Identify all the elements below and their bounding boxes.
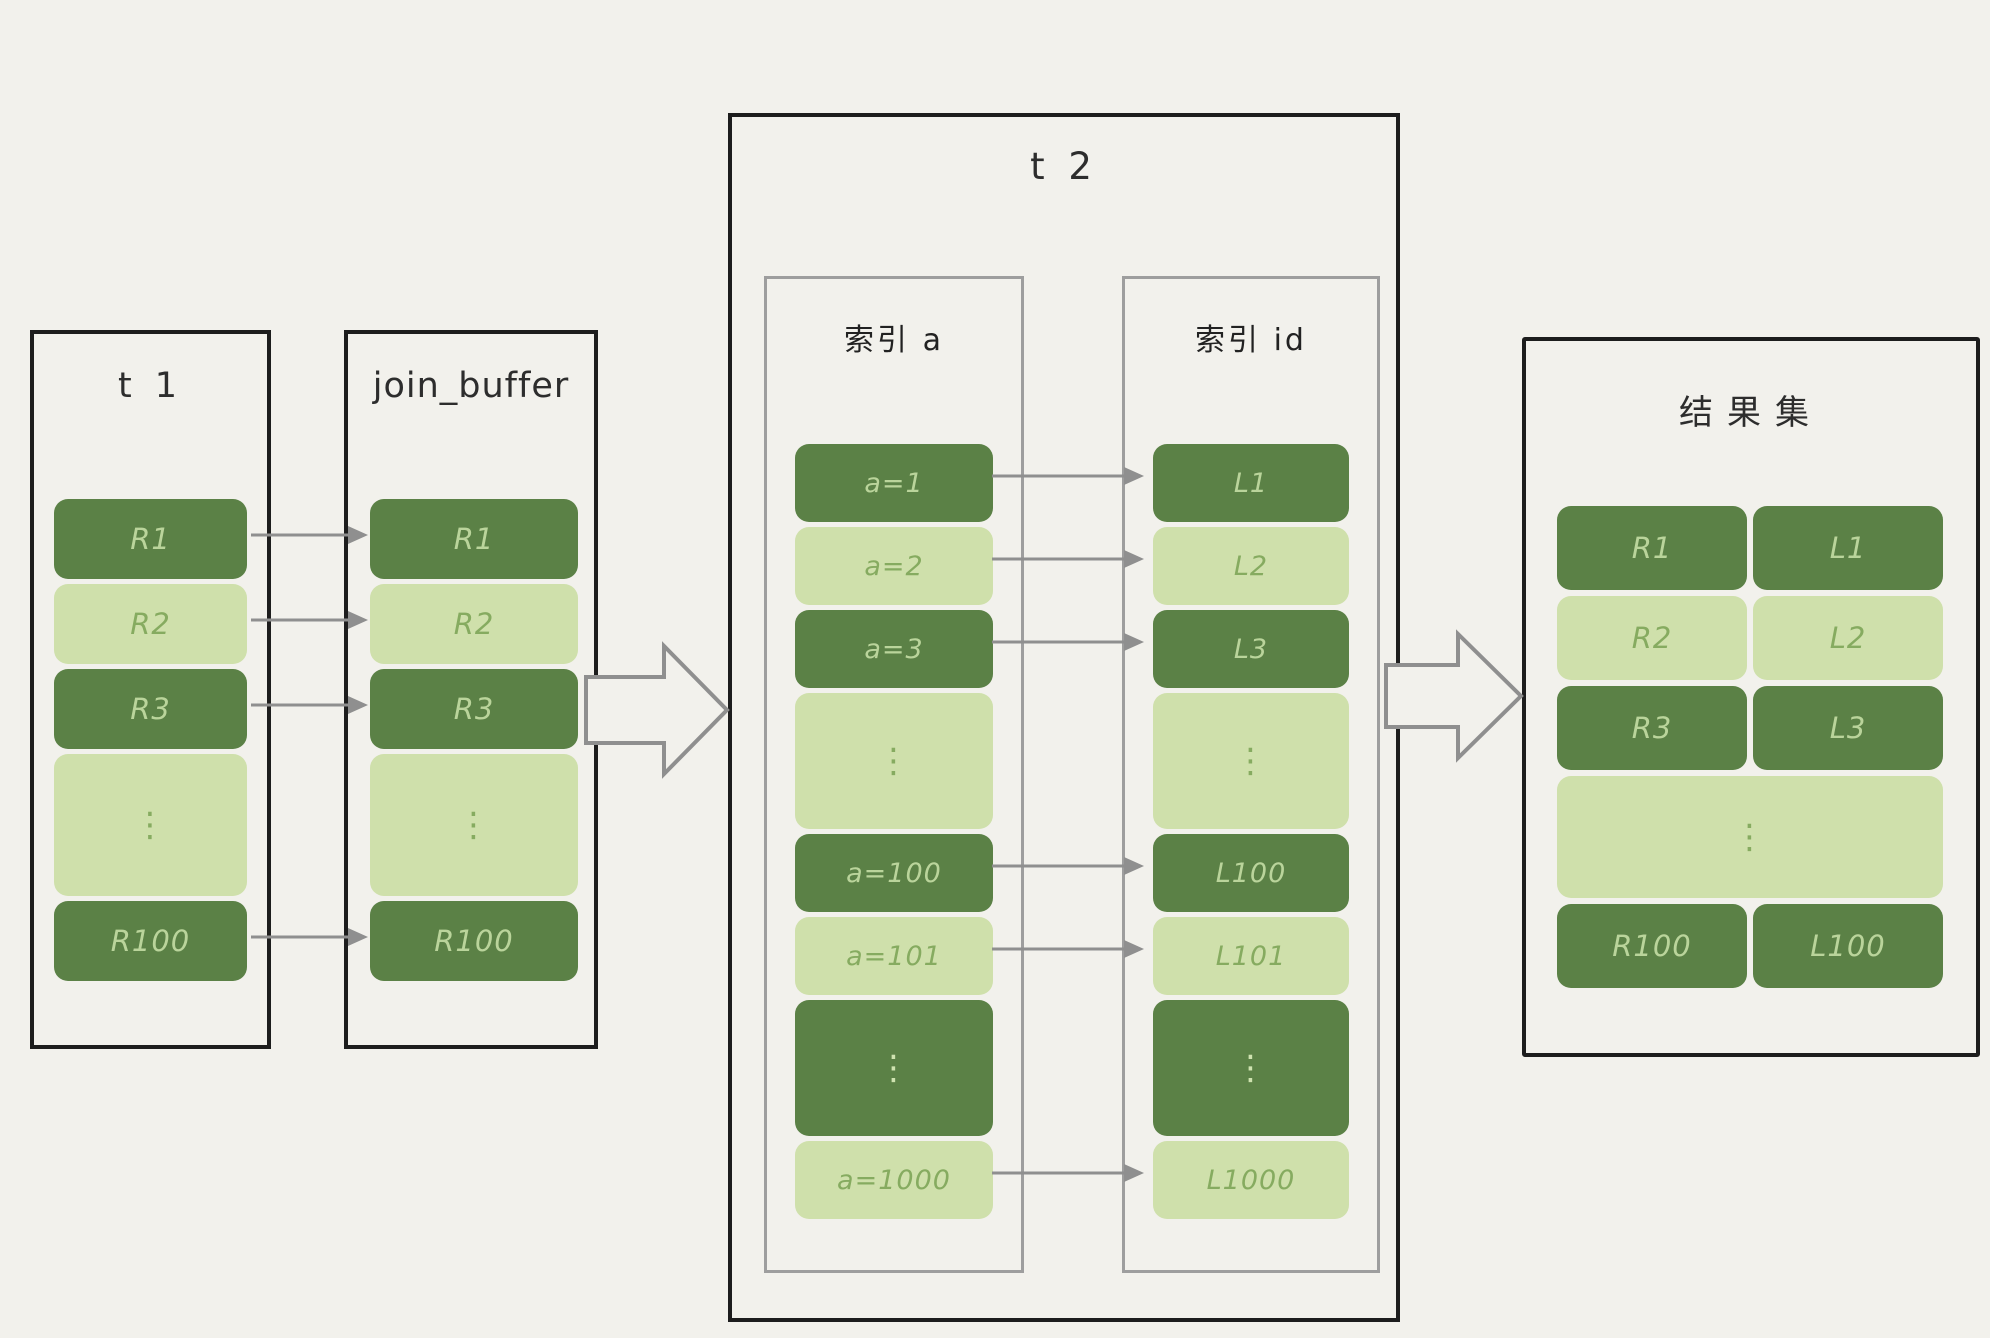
- table-row: a=3: [795, 610, 993, 688]
- row-label: R3: [54, 669, 247, 749]
- row-label: L3: [1153, 610, 1349, 688]
- table-row: a=2: [795, 527, 993, 605]
- ellipsis-glyph: ⋮: [795, 693, 993, 829]
- row-label: L1000: [1153, 1141, 1349, 1219]
- row-label: L2: [1753, 596, 1943, 680]
- row-label: R100: [370, 901, 578, 981]
- ellipsis-glyph: ⋮: [370, 754, 578, 896]
- row-label: a=1: [795, 444, 993, 522]
- ellipsis-row: ⋮: [1557, 776, 1943, 898]
- row-label: a=1000: [795, 1141, 993, 1219]
- table-row: R2: [54, 584, 247, 664]
- row-label: R1: [1557, 506, 1747, 590]
- table-row: R3: [370, 669, 578, 749]
- row-label: R100: [54, 901, 247, 981]
- t2-title: t 2: [1030, 145, 1098, 188]
- row-label: R3: [370, 669, 578, 749]
- table-row: a=1: [795, 444, 993, 522]
- ellipsis-row: ⋮: [54, 754, 247, 896]
- row-label: R2: [1557, 596, 1747, 680]
- ellipsis-row: ⋮: [1153, 693, 1349, 829]
- table-row: R100: [54, 901, 247, 981]
- flow-arrow-buffer-to-t2: [584, 641, 730, 779]
- table-row: L1: [1153, 444, 1349, 522]
- row-label: L1: [1753, 506, 1943, 590]
- ellipsis-row: ⋮: [1153, 1000, 1349, 1136]
- index-a-title: 索引 a: [844, 323, 944, 358]
- row-label: L100: [1753, 904, 1943, 988]
- ellipsis-row: ⋮: [795, 1000, 993, 1136]
- ellipsis-row: ⋮: [370, 754, 578, 896]
- ellipsis-glyph: ⋮: [1153, 693, 1349, 829]
- join-buffer-title: join_buffer: [372, 366, 570, 406]
- ellipsis-glyph: ⋮: [1557, 776, 1943, 898]
- row-label: L1: [1153, 444, 1349, 522]
- row-label: R2: [370, 584, 578, 664]
- row-label: R100: [1557, 904, 1747, 988]
- table-row: R1: [54, 499, 247, 579]
- row-label: R3: [1557, 686, 1747, 770]
- table-row: R1: [370, 499, 578, 579]
- row-label: L101: [1153, 917, 1349, 995]
- index-id-title: 索引 id: [1195, 323, 1307, 358]
- row-label: L3: [1753, 686, 1943, 770]
- row-label: a=101: [795, 917, 993, 995]
- table-row: R100: [370, 901, 578, 981]
- table-row: L101: [1153, 917, 1349, 995]
- flow-arrow-t2-to-result: [1384, 629, 1524, 763]
- row-label: R1: [370, 499, 578, 579]
- row-label: a=3: [795, 610, 993, 688]
- row-label: a=2: [795, 527, 993, 605]
- table-row: a=100: [795, 834, 993, 912]
- table-row: a=101: [795, 917, 993, 995]
- row-label: R2: [54, 584, 247, 664]
- ellipsis-glyph: ⋮: [1153, 1000, 1349, 1136]
- ellipsis-glyph: ⋮: [54, 754, 247, 896]
- row-label: a=100: [795, 834, 993, 912]
- row-label: L100: [1153, 834, 1349, 912]
- ellipsis-glyph: ⋮: [795, 1000, 993, 1136]
- table-row: L3: [1153, 610, 1349, 688]
- t1-title: t 1: [117, 366, 184, 406]
- table-row: R3: [54, 669, 247, 749]
- row-label: R1: [54, 499, 247, 579]
- row-label: L2: [1153, 527, 1349, 605]
- table-row: L1000: [1153, 1141, 1349, 1219]
- table-row: R2: [370, 584, 578, 664]
- table-row: a=1000: [795, 1141, 993, 1219]
- table-row: L100: [1153, 834, 1349, 912]
- ellipsis-row: ⋮: [795, 693, 993, 829]
- result-set-title: 结果集: [1679, 393, 1823, 433]
- table-row: L2: [1153, 527, 1349, 605]
